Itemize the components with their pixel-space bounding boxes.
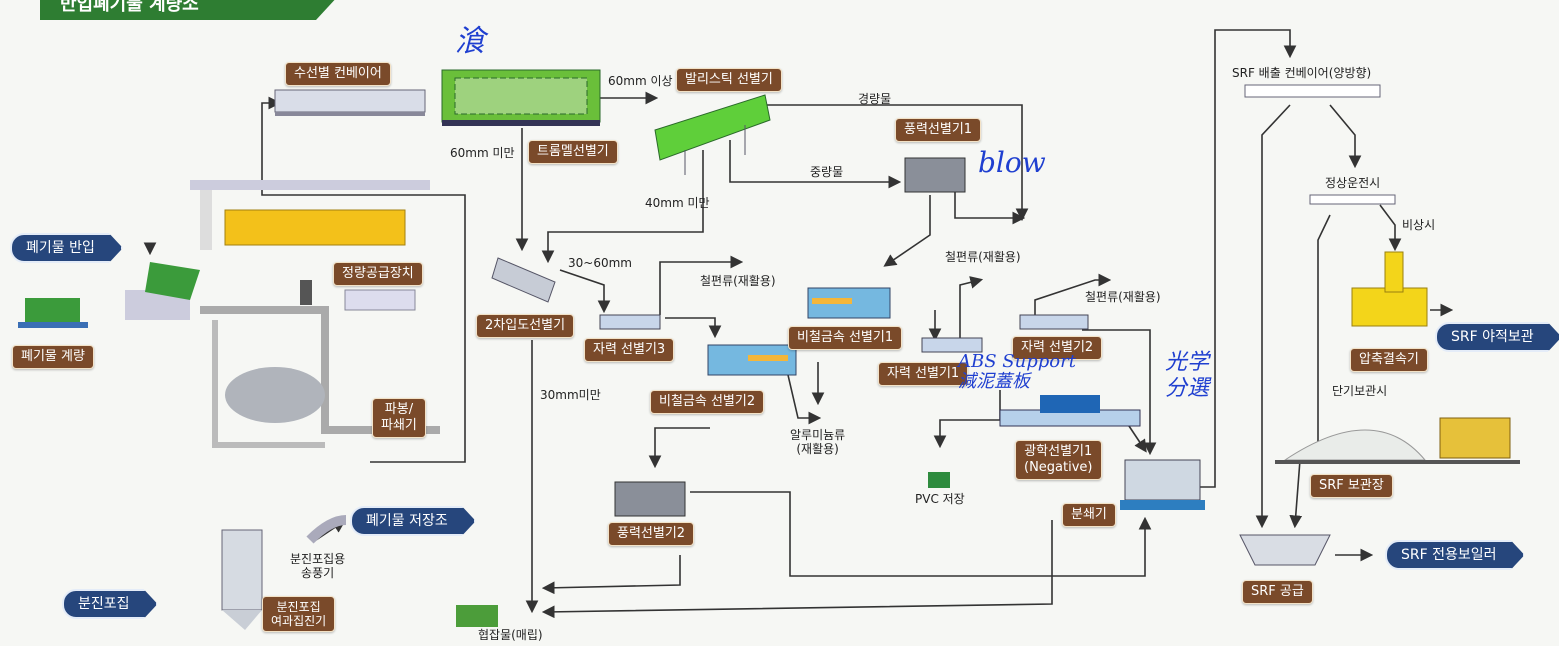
text-light: 경량물 (858, 92, 892, 106)
page-banner: 반입폐기물 계량소 (40, 0, 340, 20)
label-dust-filter: 분진포집 여과집진기 (262, 596, 336, 632)
shredder-machine (1120, 459, 1205, 510)
magnet3-machine (599, 314, 661, 330)
text-ferrous-a: 철편류(재활용) (700, 274, 776, 288)
srf-conveyor-2-machine (1309, 194, 1396, 205)
sorting-conveyor-machine (274, 89, 426, 116)
srf-supply-hopper (1239, 534, 1331, 566)
label-suseonbyeol-conveyor: 수선별 컨베이어 (285, 62, 391, 86)
compactor-machine (1351, 251, 1428, 327)
ballistic-machine (654, 94, 771, 175)
optical-machine (999, 395, 1141, 427)
label-optical: 광학선별기1 (Negative) (1015, 440, 1102, 480)
label-jeongryang: 정량공급장치 (333, 262, 423, 286)
srf-outdoor-pill: SRF 야적보관 (1435, 322, 1559, 352)
srf-pile (1275, 417, 1520, 464)
handwriting-4: 光学 分選 (1165, 350, 1210, 401)
wind2-machine (614, 481, 686, 517)
label-magnet3: 자력 선별기3 (584, 338, 675, 362)
handwriting-3: ABS Support 減泥蓋板 (958, 351, 1076, 392)
text-under30: 30mm미만 (540, 388, 601, 402)
waste-truck (18, 262, 200, 328)
label-magnet2: 자력 선별기2 (1012, 336, 1103, 360)
text-pvc: PVC 저장 (915, 492, 965, 506)
text-under60: 60mm 미만 (450, 146, 515, 160)
magnet1-machine (921, 337, 983, 353)
label-nonferrous2: 비철금속 선별기2 (650, 390, 765, 414)
trommel-machine (441, 69, 601, 126)
pvc-container (928, 472, 950, 488)
text-normal: 정상운전시 (1325, 176, 1381, 190)
label-pabong: 파봉/ 파쇄기 (372, 398, 426, 438)
label-nonferrous1: 비철금속 선별기1 (788, 326, 903, 350)
text-short-term: 단기보관시 (1332, 384, 1388, 398)
label-secondary: 2차입도선별기 (476, 314, 575, 338)
label-trommel: 트롬멜선별기 (528, 140, 618, 164)
text-30-60: 30~60mm (568, 256, 632, 270)
dust-collector-machine (221, 515, 347, 630)
label-srf-supply: SRF 공급 (1242, 580, 1313, 604)
text-emergency: 비상시 (1402, 218, 1436, 232)
srf-conveyor-machine (1244, 84, 1381, 98)
label-compactor: 압축결속기 (1350, 348, 1428, 372)
dust-pill: 분진포집 (62, 589, 158, 619)
waste-tank-pill: 폐기물 저장조 (350, 506, 476, 536)
flow-arrows (143, 29, 1454, 619)
text-srf-conveyor: SRF 배출 컨베이어(양방향) (1232, 66, 1372, 80)
label-shredder: 분쇄기 (1062, 503, 1116, 527)
label-wind1: 풍력선별기1 (895, 118, 982, 142)
text-fan: 분진포집용 송풍기 (290, 552, 346, 580)
label-ballistic: 발리스틱 선별기 (676, 68, 782, 92)
label-weigh: 폐기물 계량 (12, 345, 94, 369)
magnet2-machine (1019, 314, 1089, 330)
text-alu: 알루미늄류 (재활용) (790, 428, 846, 456)
label-srf-storage: SRF 보관장 (1310, 474, 1393, 498)
text-over60: 60mm 이상 (608, 74, 673, 88)
text-under40: 40mm 미만 (645, 196, 710, 210)
nonferrous2-machine (707, 344, 797, 376)
secondary-screen-machine (491, 257, 556, 303)
handwriting-2: blow (978, 146, 1046, 179)
text-mixed: 협잡물(매립) (478, 628, 543, 642)
srf-boiler-pill: SRF 전용보일러 (1385, 540, 1525, 570)
label-wind2: 풍력선별기2 (608, 522, 695, 546)
label-magnet1: 자력 선별기1 (878, 362, 969, 386)
handwriting-1: 湌 (455, 24, 485, 59)
text-heavy: 중량물 (810, 165, 844, 179)
waste-in-pill: 폐기물 반입 (10, 233, 123, 263)
nonferrous1-machine (807, 287, 891, 319)
text-ferrous-b: 철편류(재활용) (945, 250, 1021, 264)
landfill-truck (456, 605, 498, 627)
wind1-machine (904, 157, 966, 193)
text-ferrous-c: 철편류(재활용) (1085, 290, 1161, 304)
